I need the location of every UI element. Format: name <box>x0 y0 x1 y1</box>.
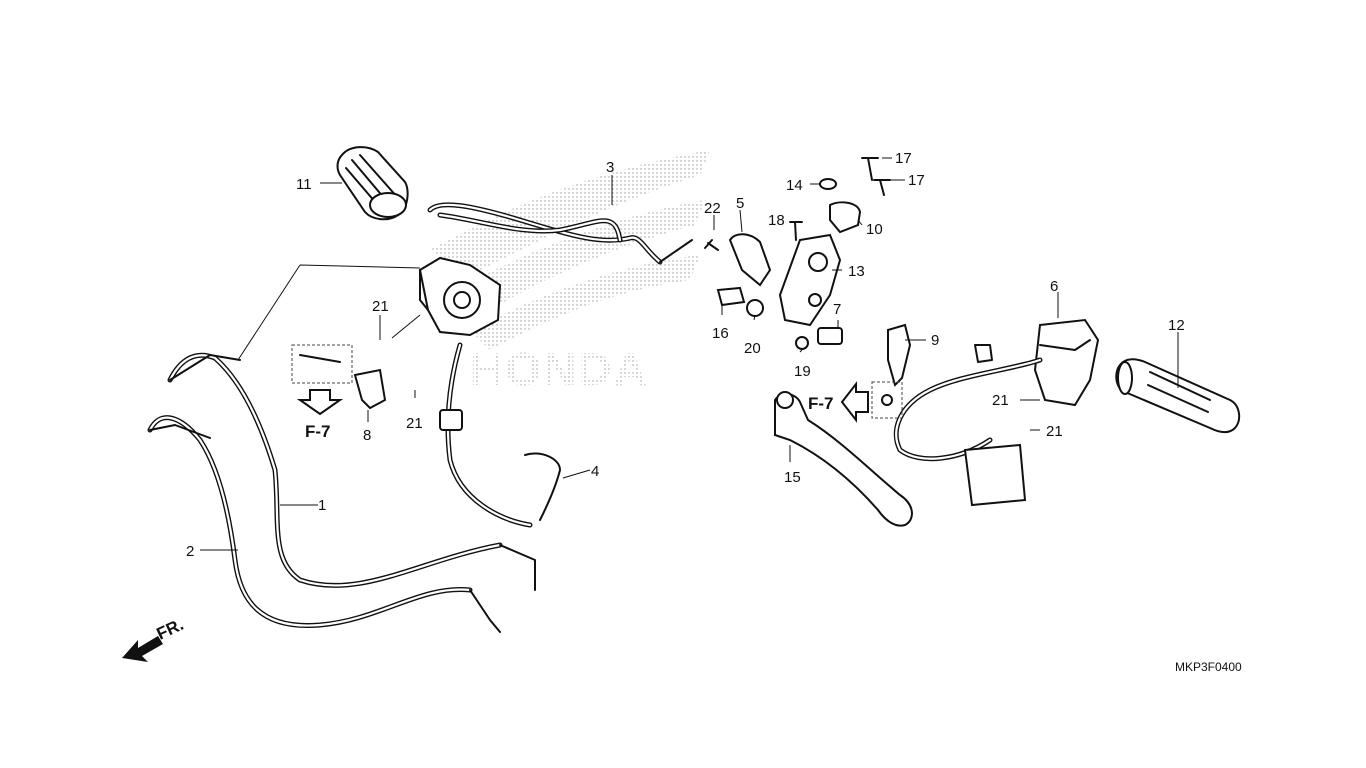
callout-15: 15 <box>784 469 801 486</box>
diagram-code: MKP3F0400 <box>1175 660 1242 674</box>
callout-2: 2 <box>186 543 194 560</box>
honda-watermark-text: HONDA <box>470 343 649 395</box>
callout-17a: 17 <box>895 150 912 167</box>
callout-11: 11 <box>296 176 312 193</box>
leader-lines <box>200 157 1179 551</box>
callout-10: 10 <box>866 221 883 238</box>
bracket[interactable] <box>887 323 912 387</box>
clutch-cable[interactable] <box>427 202 693 265</box>
wiring-harness[interactable] <box>439 342 561 528</box>
left-grip[interactable] <box>336 146 409 221</box>
callout-1: 1 <box>318 497 326 514</box>
callout-8: 8 <box>363 427 371 444</box>
callout-16: 16 <box>712 325 729 342</box>
callout-21a: 21 <box>372 298 389 315</box>
callout-5: 5 <box>736 195 744 212</box>
callout-13: 13 <box>848 263 865 280</box>
left-switch-housing[interactable] <box>418 256 502 337</box>
callout-18: 18 <box>768 212 785 229</box>
callout-19: 19 <box>794 363 811 380</box>
ref-f7-left[interactable]: F-7 <box>291 344 353 441</box>
front-arrow-icon: FR. <box>122 615 187 662</box>
clamp[interactable] <box>353 368 387 410</box>
callout-20: 20 <box>744 340 761 357</box>
callout-17b: 17 <box>908 172 925 189</box>
callout-3: 3 <box>606 159 614 176</box>
clutch-lever-bracket[interactable] <box>704 201 862 350</box>
callout-21d: 21 <box>1046 423 1063 440</box>
right-grip[interactable] <box>1115 358 1241 434</box>
callout-7: 7 <box>833 301 841 318</box>
callout-4: 4 <box>591 463 599 480</box>
callout-9: 9 <box>931 332 939 349</box>
ref-f7-right[interactable]: F-7 <box>808 381 903 423</box>
ref-label-f7-left: F-7 <box>305 422 331 441</box>
callout-21c: 21 <box>992 392 1009 409</box>
right-switch-housing[interactable] <box>893 318 1100 507</box>
callout-6: 6 <box>1050 278 1058 295</box>
callout-14: 14 <box>786 177 803 194</box>
clutch-lever[interactable] <box>774 391 913 527</box>
callouts: 1 2 3 4 5 6 7 8 9 10 11 12 13 14 15 16 1… <box>186 150 1185 560</box>
callout-22: 22 <box>704 200 721 217</box>
honda-wing-watermark: HONDA <box>430 150 710 395</box>
ref-label-f7-right: F-7 <box>808 394 834 413</box>
callout-21b: 21 <box>406 415 423 432</box>
callout-12: 12 <box>1168 317 1185 334</box>
throttle-cables[interactable] <box>147 352 536 633</box>
